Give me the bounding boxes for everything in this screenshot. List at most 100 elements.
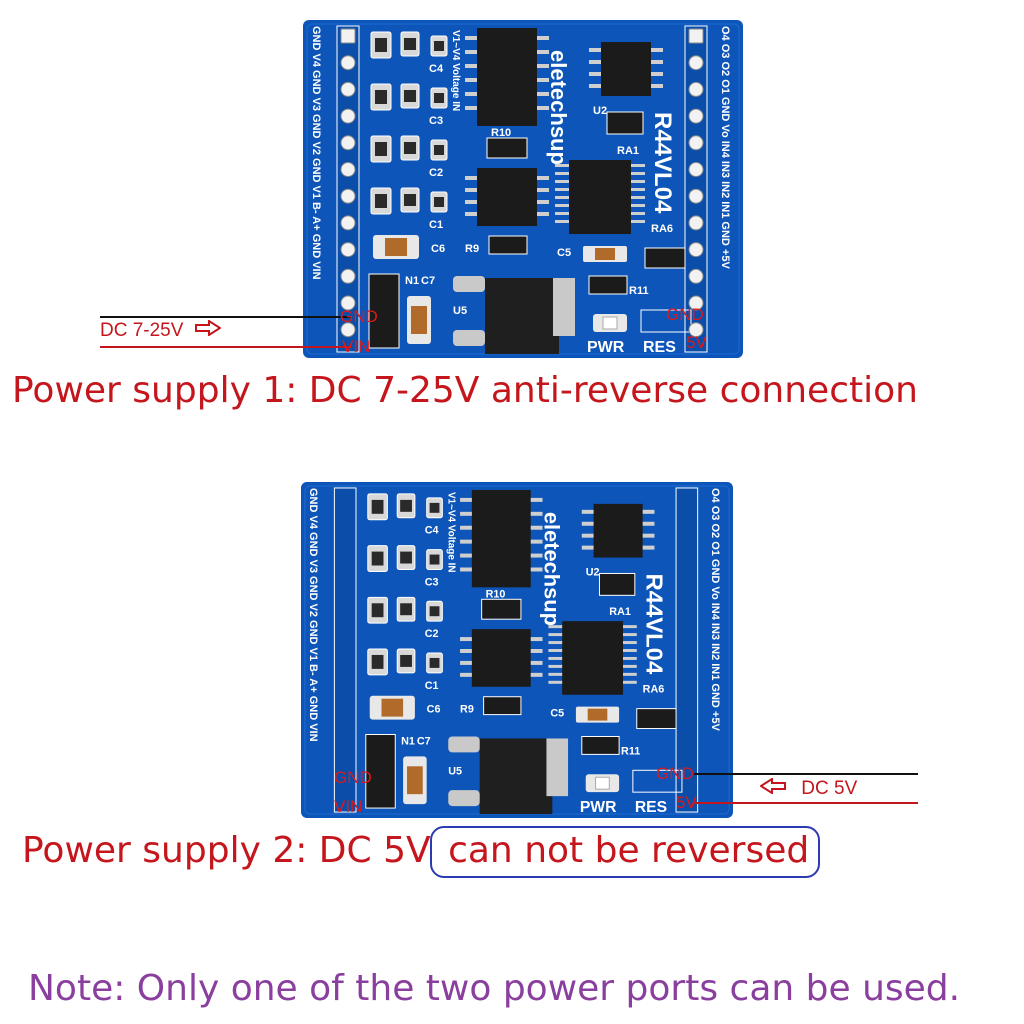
caption-power-supply-2: Power supply 2: DC 5V can not be reverse… bbox=[22, 830, 809, 871]
svg-text:C3: C3 bbox=[429, 115, 443, 127]
svg-text:RA1: RA1 bbox=[617, 145, 639, 157]
svg-text:V1~V4 Voltage IN: V1~V4 Voltage IN bbox=[445, 492, 456, 573]
svg-text:U2: U2 bbox=[593, 105, 607, 117]
left-arrow-icon bbox=[759, 777, 786, 800]
5v-wire-2 bbox=[694, 802, 918, 804]
svg-text:RA1: RA1 bbox=[609, 606, 631, 618]
header-pin-hole bbox=[688, 81, 704, 97]
model-silk-1: R44VL04 bbox=[649, 112, 676, 214]
header-pin-hole bbox=[340, 215, 356, 231]
svg-text:R9: R9 bbox=[460, 704, 474, 716]
svg-text:C1: C1 bbox=[425, 680, 439, 692]
gnd-annotation-2: GND bbox=[334, 768, 372, 787]
svg-text:R10: R10 bbox=[486, 588, 506, 600]
brand-silk-2: eletechsup bbox=[540, 512, 565, 626]
right-gnd-annotation-1: GND bbox=[666, 305, 704, 324]
header-pin-hole bbox=[688, 108, 704, 124]
gnd-wire-2 bbox=[694, 773, 918, 775]
svg-text:U5: U5 bbox=[453, 305, 467, 317]
svg-text:U2: U2 bbox=[586, 566, 600, 578]
left-pin-text-1: GND V4 GND V3 GND V2 GND V1 B- A+ GND VI… bbox=[310, 26, 322, 280]
header-pin-hole bbox=[688, 188, 704, 204]
right-5v-annotation-1: 5V bbox=[686, 333, 707, 352]
vin-annotation-2: VIN bbox=[334, 797, 363, 816]
svg-text:C4: C4 bbox=[425, 525, 439, 537]
pcb-graphic-2: eletechsup R44VL04 V1~V4 Voltage IN C4C3… bbox=[301, 482, 733, 818]
svg-text:PWR: PWR bbox=[587, 339, 625, 356]
header-pin-hole bbox=[340, 135, 356, 151]
header-pin-hole bbox=[688, 242, 704, 258]
header-pin-hole bbox=[340, 28, 356, 44]
svg-text:C1: C1 bbox=[429, 219, 443, 231]
header-pin-hole bbox=[340, 322, 356, 338]
dc-input-text-2: DC 5V bbox=[801, 778, 858, 800]
pcb-graphic-1: eletechsup R44VL04 V1~V4 Voltage IN C4C3… bbox=[303, 20, 743, 358]
svg-text:R9: R9 bbox=[465, 243, 479, 255]
header-pin-hole bbox=[340, 268, 356, 284]
header-pin-hole bbox=[688, 55, 704, 71]
svg-text:C5: C5 bbox=[550, 708, 564, 720]
svg-text:RES: RES bbox=[635, 799, 667, 816]
dc-input-label-2: DC 5V bbox=[759, 777, 858, 800]
svg-text:C6: C6 bbox=[431, 243, 445, 255]
header-pin-hole bbox=[688, 135, 704, 151]
header-pin-hole bbox=[688, 322, 704, 338]
highlight-oval bbox=[430, 826, 820, 878]
svg-text:V1~V4 Voltage IN: V1~V4 Voltage IN bbox=[450, 30, 461, 111]
header-pin-hole bbox=[340, 295, 356, 311]
header-pin-hole bbox=[340, 55, 356, 71]
left-pin-labels-2: GND V4 GND V3 GND V2 GND V1 B- A+ GND VI… bbox=[304, 486, 326, 818]
dc-input-text-1: DC 7-25V bbox=[100, 320, 184, 342]
header-pin-hole bbox=[688, 28, 704, 44]
header-pin-hole bbox=[688, 162, 704, 177]
header-pin-hole bbox=[340, 242, 356, 258]
caption-prefix-2: Power supply 2: DC 5V bbox=[22, 830, 431, 871]
svg-text:R10: R10 bbox=[491, 127, 511, 139]
vin-wire-1 bbox=[100, 346, 352, 348]
svg-text:C5: C5 bbox=[557, 247, 571, 259]
svg-text:N1: N1 bbox=[405, 275, 419, 287]
svg-text:C4: C4 bbox=[429, 63, 444, 75]
right-arrow-icon bbox=[194, 319, 222, 342]
header-pin-hole bbox=[688, 295, 704, 311]
svg-text:C6: C6 bbox=[427, 704, 441, 716]
note-text: Note: Only one of the two power ports ca… bbox=[28, 968, 961, 1009]
model-silk-2: R44VL04 bbox=[641, 573, 667, 675]
svg-text:RES: RES bbox=[643, 339, 676, 356]
svg-text:C2: C2 bbox=[425, 628, 439, 640]
header-pin-hole bbox=[340, 108, 356, 124]
svg-text:R11: R11 bbox=[621, 745, 640, 757]
svg-text:RA6: RA6 bbox=[643, 684, 665, 696]
svg-text:GND V4 GND V3 GND V2 GND: GND V4 GND V3 GND V2 GND V1 B- A+ GND VI… bbox=[307, 488, 319, 742]
header-pin-hole bbox=[340, 162, 356, 177]
svg-text:C7: C7 bbox=[417, 735, 431, 747]
right-pin-labels-1: O4 O3 O2 O1 GND Vo IN4 IN3 IN2 IN1 GND +… bbox=[716, 24, 738, 358]
right-gnd-annotation-2: GND bbox=[656, 764, 694, 783]
svg-text:O4 O3 O2 O1 GND Vo: O4 O3 O2 O1 GND Vo IN4 IN3 IN2 IN1 GND +… bbox=[719, 26, 731, 269]
vin-annotation-1: VIN bbox=[342, 337, 371, 356]
dc-input-label-1: DC 7-25V bbox=[100, 319, 222, 342]
svg-text:O4 O3 O2 O1 GND Vo: O4 O3 O2 O1 GND Vo IN4 IN3 IN2 IN1 GND +… bbox=[709, 488, 721, 731]
svg-text:C7: C7 bbox=[421, 275, 435, 287]
caption-power-supply-1: Power supply 1: DC 7-25V anti-reverse co… bbox=[12, 370, 918, 411]
svg-text:RA6: RA6 bbox=[651, 223, 673, 235]
svg-text:N1: N1 bbox=[401, 735, 415, 747]
right-5v-annotation-2: 5V bbox=[676, 793, 697, 812]
svg-text:C2: C2 bbox=[429, 167, 443, 179]
svg-text:PWR: PWR bbox=[580, 799, 617, 816]
gnd-wire-1 bbox=[100, 316, 352, 318]
right-pin-labels-2: O4 O3 O2 O1 GND Vo IN4 IN3 IN2 IN1 GND +… bbox=[706, 486, 728, 818]
header-pin-hole bbox=[688, 268, 704, 284]
brand-silk-1: eletechsup bbox=[546, 50, 571, 165]
header-pin-hole bbox=[340, 81, 356, 97]
caption-highlight-2: can not be reversed bbox=[448, 830, 810, 871]
gnd-annotation-1: GND bbox=[340, 307, 378, 326]
svg-text:R11: R11 bbox=[629, 285, 649, 297]
header-pin-hole bbox=[688, 215, 704, 231]
left-pin-labels-1: GND V4 GND V3 GND V2 GND V1 B- A+ GND VI… bbox=[307, 24, 329, 358]
svg-text:C3: C3 bbox=[425, 576, 439, 588]
svg-text:U5: U5 bbox=[448, 765, 462, 777]
header-pin-hole bbox=[340, 188, 356, 204]
